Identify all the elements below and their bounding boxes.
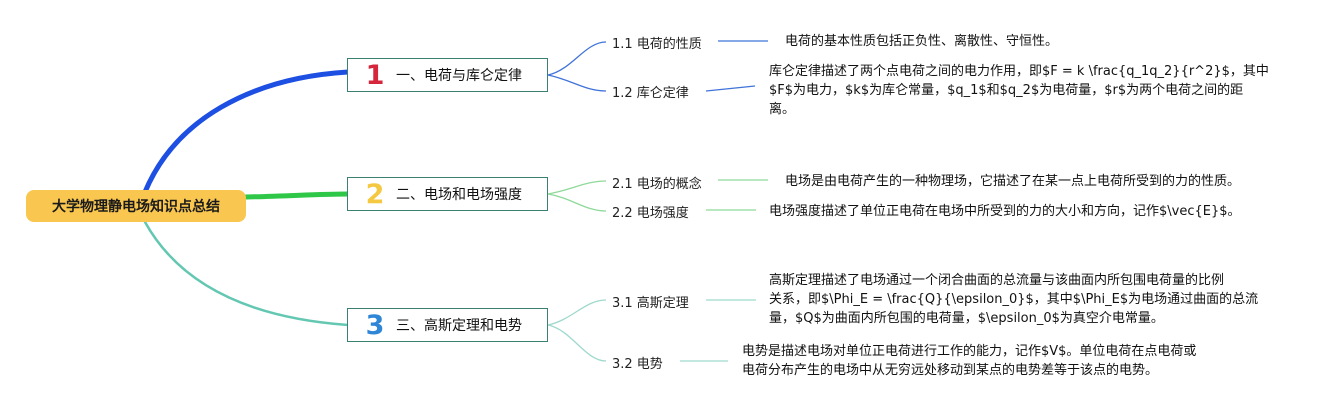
leaf-line: 量，$Q$为曲面内所包围的电荷量，$\epsilon_0$为真空介电常量。: [769, 311, 1164, 326]
leaf-text-3-2: 电势是描述电场对单位正电荷进行工作的能力，记作$V$。单位电荷在点电荷或 电荷分…: [742, 342, 1196, 380]
number-2-badge: 2: [365, 178, 385, 210]
leaf-line: 离。: [769, 102, 796, 117]
leaf-line: 高斯定理描述了电场通过一个闭合曲面的总流量与该曲面内所包围电荷量的比例: [769, 273, 1225, 288]
leaf-text-2-1: 电场是由电荷产生的一种物理场，它描述了在某一点上电荷所受到的力的性质。: [785, 174, 1241, 189]
main-node-3[interactable]: 3 三、高斯定理和电势: [347, 308, 548, 342]
main-node-label: 二、电场和电场强度: [396, 187, 522, 203]
connector-sub-1-1: [547, 41, 607, 76]
connector-sub-2-1: [547, 180, 607, 195]
connector-sub-3-2: [547, 324, 607, 362]
connector-leaf-1-2: [705, 85, 756, 92]
connector-branch-1: [142, 69, 351, 195]
leaf-text-3-1: 高斯定理描述了电场通过一个闭合曲面的总流量与该曲面内所包围电荷量的比例 关系，即…: [769, 271, 1258, 328]
sub-node-1-1[interactable]: 1.1 电荷的性质: [612, 37, 702, 52]
leaf-line: 关系，即$\Phi_E = \frac{Q}{\epsilon_0}$，其中$\…: [769, 292, 1259, 307]
leaf-text-2-2: 电场强度描述了单位正电荷在电场中所受到的力的大小和方向，记作$\vec{E}$。: [769, 204, 1241, 219]
leaf-line: 电势是描述电场对单位正电荷进行工作的能力，记作$V$。单位电荷在点电荷或: [742, 344, 1197, 359]
connector-branch-2: [243, 191, 351, 200]
connector-sub-2-2: [547, 193, 607, 212]
main-node-1[interactable]: 1 一、电荷与库仑定律: [347, 58, 548, 92]
number-3-badge: 3: [365, 309, 385, 341]
connector-sub-3-1: [547, 299, 607, 326]
root-node[interactable]: 大学物理静电场知识点总结: [26, 190, 246, 222]
sub-node-2-2[interactable]: 2.2 电场强度: [612, 206, 689, 221]
leaf-text-1-2: 库仑定律描述了两个点电荷之间的电力作用，即$F = k \frac{q_1q_2…: [769, 62, 1269, 119]
number-1-badge: 1: [365, 59, 385, 91]
sub-node-3-1[interactable]: 3.1 高斯定理: [612, 296, 689, 311]
connector-sub-1-2: [547, 74, 607, 92]
sub-node-2-1[interactable]: 2.1 电场的概念: [612, 177, 702, 192]
connector-branch-3: [143, 220, 350, 327]
leaf-text-1-1: 电荷的基本性质包括正负性、离散性、守恒性。: [785, 34, 1059, 49]
sub-node-3-2[interactable]: 3.2 电势: [612, 357, 663, 372]
sub-node-1-2[interactable]: 1.2 库仑定律: [612, 86, 689, 101]
main-node-label: 一、电荷与库仑定律: [396, 68, 522, 84]
leaf-line: 库仑定律描述了两个点电荷之间的电力作用，即$F = k \frac{q_1q_2…: [769, 64, 1269, 79]
main-node-2[interactable]: 2 二、电场和电场强度: [347, 177, 548, 211]
leaf-line: 电荷分布产生的电场中从无穷远处移动到某点的电势差等于该点的电势。: [742, 363, 1159, 378]
main-node-label: 三、高斯定理和电势: [396, 318, 522, 334]
leaf-line: $F$为电力，$k$为库仑常量，$q_1$和$q_2$为电荷量，$r$为两个电荷…: [769, 83, 1244, 98]
